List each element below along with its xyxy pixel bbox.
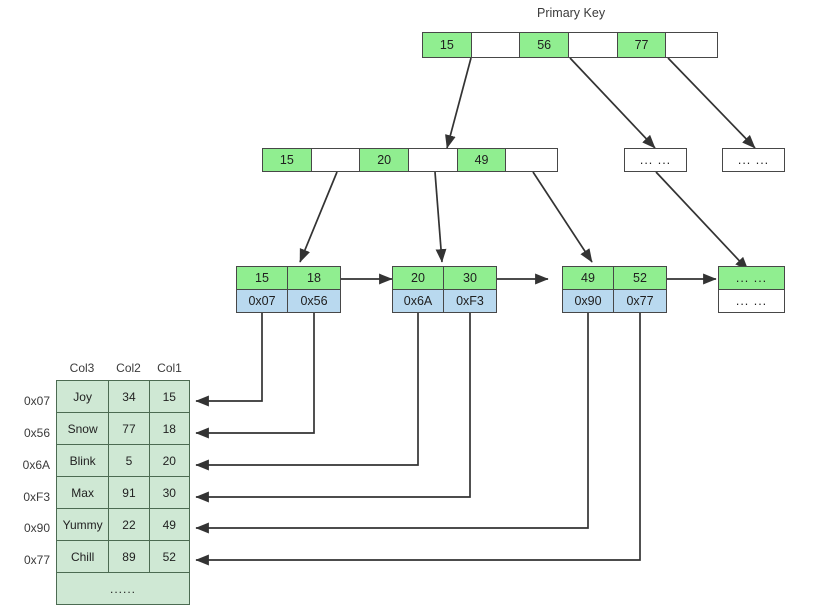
leaf1-pointer-0x07[interactable]: 0x07 [237, 290, 288, 312]
row-data-table: Joy 34 15 Snow 77 18 Blink 5 20 Max 91 3… [55, 380, 191, 605]
table-row[interactable]: Joy 34 15 [55, 380, 191, 413]
table-row[interactable]: Yummy 22 49 [55, 508, 191, 541]
table-cell-col2-4: 22 [108, 508, 150, 541]
page-title: Primary Key [537, 6, 606, 20]
table-cell-col1-4: 49 [148, 508, 191, 541]
internal1-cell-key-0[interactable]: 15 [263, 149, 312, 171]
leaf3-key-0[interactable]: 49 [563, 267, 614, 289]
internal1-cell-key-2[interactable]: 20 [360, 149, 410, 171]
leaf3-key-row: 49 52 [563, 267, 666, 290]
table-cell-name-2: Blink [55, 444, 110, 477]
edge-root-to-internal-2 [569, 57, 656, 149]
leaf-node-3[interactable]: 49 52 0x90 0x77 [562, 266, 667, 313]
internal-node-3[interactable]: ... ... [722, 148, 785, 172]
leaf2-pointer-0xF3[interactable]: 0xF3 [444, 290, 496, 312]
internal1-cell-pointer-3[interactable] [409, 149, 458, 171]
internal1-cell-key-4[interactable]: 49 [457, 149, 507, 171]
leaf-node-1[interactable]: 15 18 0x07 0x56 [236, 266, 341, 313]
table-row-label-0x90: 0x90 [23, 521, 50, 535]
leaf1-pointer-0x56[interactable]: 0x56 [288, 290, 340, 312]
table-cell-col1-5: 52 [148, 540, 191, 573]
leaf3-pointer-0x90[interactable]: 0x90 [563, 290, 614, 312]
leaf4-pointer-ellipsis: ... ... [719, 290, 784, 312]
table-row[interactable]: Blink 5 20 [55, 444, 191, 477]
table-cell-col1-3: 30 [148, 476, 191, 509]
table-row[interactable]: Chill 89 52 [55, 540, 191, 573]
leaf2-pointer-0x6A[interactable]: 0x6A [393, 290, 444, 312]
table-row-label-0x77: 0x77 [23, 553, 50, 567]
table-cell-col1-1: 18 [148, 412, 191, 445]
edge-root-to-internal-1 [445, 57, 472, 149]
edge-ptr-0x90-to-row5 [195, 313, 589, 534]
internal3-cell-ellipsis: ... ... [723, 149, 784, 171]
leaf1-pointer-row: 0x07 0x56 [237, 290, 340, 312]
root-cell-pointer-1[interactable] [471, 33, 521, 57]
table-cell-col2-1: 77 [108, 412, 150, 445]
table-cell-name-4: Yummy [55, 508, 110, 541]
internal1-cell-pointer-1[interactable] [311, 149, 361, 171]
table-row-label-0x07: 0x07 [23, 394, 50, 408]
edge-ptr-0x77-to-row6 [195, 313, 641, 566]
edge-ptr-0x6A-to-row3 [195, 313, 419, 471]
leaf2-key-0[interactable]: 20 [393, 267, 444, 289]
table-column-header-col3: Col3 [69, 361, 95, 375]
table-cell-col2-5: 89 [108, 540, 150, 573]
table-column-header-col2: Col2 [116, 361, 141, 375]
table-cell-name-0: Joy [55, 380, 110, 413]
leaf4-key-row: ... ... [719, 267, 784, 290]
root-cell-pointer-3[interactable] [569, 33, 618, 57]
root-cell-pointer-5[interactable] [666, 33, 718, 57]
table-cell-col2-3: 91 [108, 476, 150, 509]
leaf-node-4[interactable]: ... ... ... ... [718, 266, 785, 313]
table-row-label-0x56: 0x56 [23, 426, 50, 440]
table-footer-ellipsis: ...... [56, 572, 190, 605]
table-cell-col2-0: 34 [108, 380, 150, 413]
leaf3-key-1[interactable]: 52 [614, 267, 666, 289]
edge-ptr-0xF3-to-row4 [195, 313, 471, 503]
leaf4-pointer-row: ... ... [719, 290, 784, 312]
leaf1-key-0[interactable]: 15 [237, 267, 288, 289]
internal2-cell-ellipsis: ... ... [625, 149, 686, 171]
leaf4-key-ellipsis: ... ... [719, 267, 784, 289]
table-row-label-0xF3: 0xF3 [23, 490, 50, 504]
edge-internal1-to-leaf2 [434, 171, 447, 263]
table-cell-col1-2: 20 [148, 444, 191, 477]
internal-node-2[interactable]: ... ... [624, 148, 687, 172]
leaf3-pointer-row: 0x90 0x77 [563, 290, 666, 312]
table-cell-col1-0: 15 [148, 380, 191, 413]
table-column-header-col1: Col1 [157, 361, 182, 375]
edge-root-to-internal-3 [667, 57, 756, 149]
leaf2-pointer-row: 0x6A 0xF3 [393, 290, 496, 312]
root-cell-key-4[interactable]: 77 [617, 33, 667, 57]
table-cell-name-1: Snow [55, 412, 110, 445]
root-cell-key-0[interactable]: 15 [423, 33, 472, 57]
edge-ptr-0x56-to-row2 [195, 313, 315, 439]
internal-node-1[interactable]: 15 20 49 [262, 148, 558, 172]
leaf1-key-row: 15 18 [237, 267, 340, 290]
edge-ptr-0x07-to-row1 [195, 313, 263, 407]
table-row[interactable]: Snow 77 18 [55, 412, 191, 445]
edge-internal1-to-leaf1 [299, 171, 338, 263]
table-row[interactable]: Max 91 30 [55, 476, 191, 509]
table-cell-col2-2: 5 [108, 444, 150, 477]
leaf1-key-1[interactable]: 18 [288, 267, 340, 289]
leaf-node-2[interactable]: 20 30 0x6A 0xF3 [392, 266, 497, 313]
edge-internal1-to-leaf3 [532, 171, 593, 263]
leaf2-key-1[interactable]: 30 [444, 267, 496, 289]
leaf3-pointer-0x77[interactable]: 0x77 [614, 290, 666, 312]
table-row-label-0x6A: 0x6A [22, 458, 50, 472]
root-cell-key-2[interactable]: 56 [520, 33, 570, 57]
edge-internal2-to-leaf4 [655, 171, 749, 271]
table-cell-name-3: Max [55, 476, 110, 509]
leaf2-key-row: 20 30 [393, 267, 496, 290]
root-node[interactable]: 15 56 77 [422, 32, 718, 58]
internal1-cell-pointer-5[interactable] [506, 149, 558, 171]
table-cell-name-5: Chill [55, 540, 110, 573]
table-footer-row: ...... [56, 572, 190, 605]
